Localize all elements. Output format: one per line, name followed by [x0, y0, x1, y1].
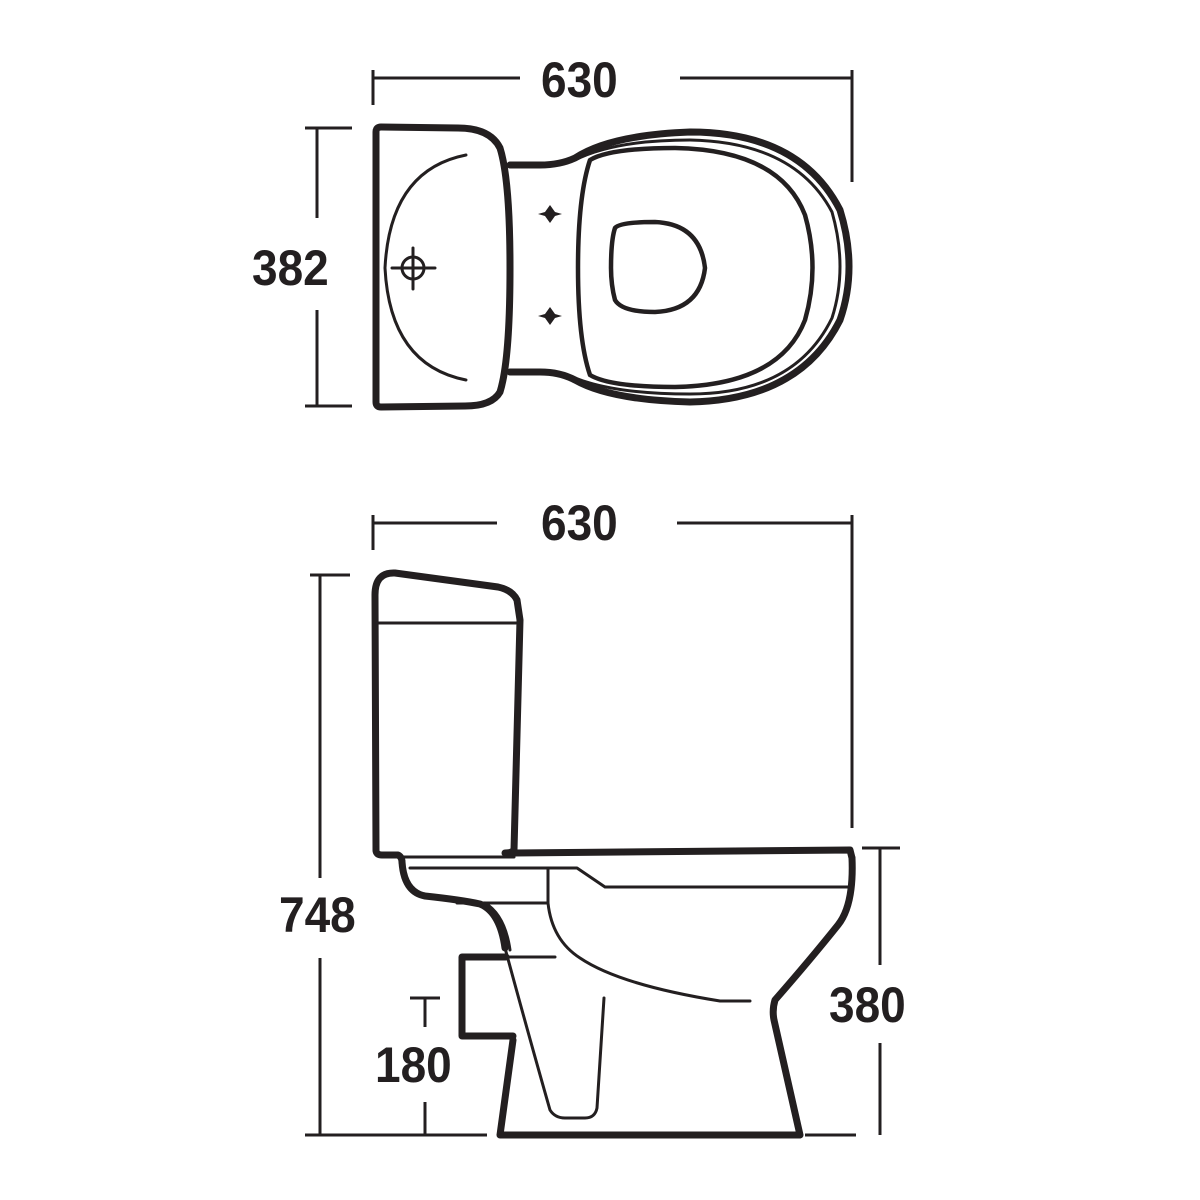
side-width-dimension-line: [371, 515, 854, 828]
plan-width-label: 630: [541, 52, 618, 108]
plan-view: [305, 70, 854, 411]
pan-height-dimension-line: [805, 846, 900, 1137]
seat-hinge-fixing-top-icon: [538, 205, 562, 223]
side-pan-rim-line: [408, 866, 852, 889]
side-view: [305, 515, 900, 1139]
plan-seat-aperture: [608, 219, 708, 315]
plan-depth-dimension-line: [305, 126, 352, 408]
outlet-height-label: 180: [375, 1037, 452, 1093]
plan-cistern-inner-arc: [383, 153, 468, 382]
side-pan-back-curve: [398, 858, 509, 952]
plan-cistern-outline: [372, 123, 514, 411]
side-trapway: [503, 946, 606, 1120]
side-cistern-outline: [371, 569, 524, 857]
seat-hinge-fixing-bottom-icon: [538, 307, 562, 325]
plan-width-dimension-line: [371, 70, 854, 182]
pan-height-label: 380: [829, 977, 906, 1033]
total-height-dimension-line: [305, 573, 487, 1137]
side-outlet-step: [458, 953, 517, 1040]
plan-pan-rim-line: [573, 138, 842, 396]
plan-pan-outline: [506, 128, 853, 406]
fill-valve-symbol-icon: [390, 246, 437, 291]
side-bowl-curve: [546, 901, 752, 1003]
outlet-height-dimension-line: [410, 996, 440, 1135]
plan-seat-outline: [575, 145, 815, 390]
side-pan-back-inner-curve: [483, 901, 512, 952]
plan-depth-label: 382: [252, 240, 329, 296]
side-pan-front: [496, 854, 856, 1139]
side-cistern-base: [372, 846, 406, 866]
total-height-label: 748: [279, 887, 356, 943]
side-pan-top-line: [510, 846, 856, 862]
side-width-label: 630: [541, 495, 618, 551]
